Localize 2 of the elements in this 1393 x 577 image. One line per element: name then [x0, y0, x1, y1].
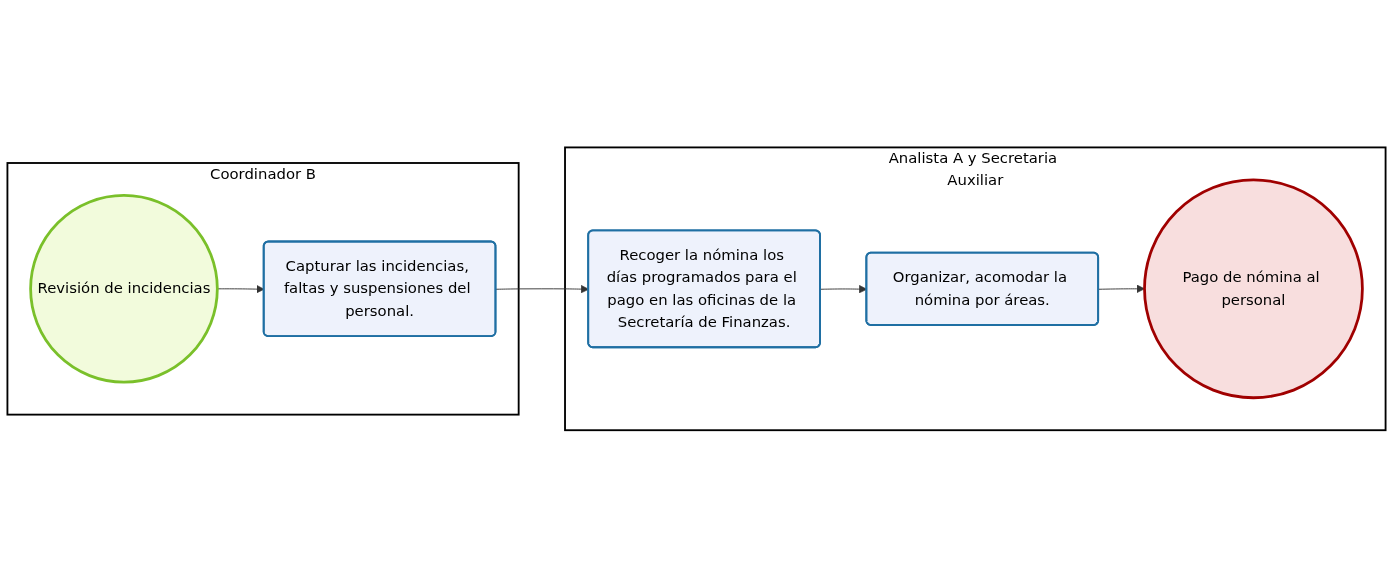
node-circle: Revisión de incidencias — [29, 193, 219, 384]
node-circle: Pago de nómina al personal — [1143, 178, 1364, 399]
